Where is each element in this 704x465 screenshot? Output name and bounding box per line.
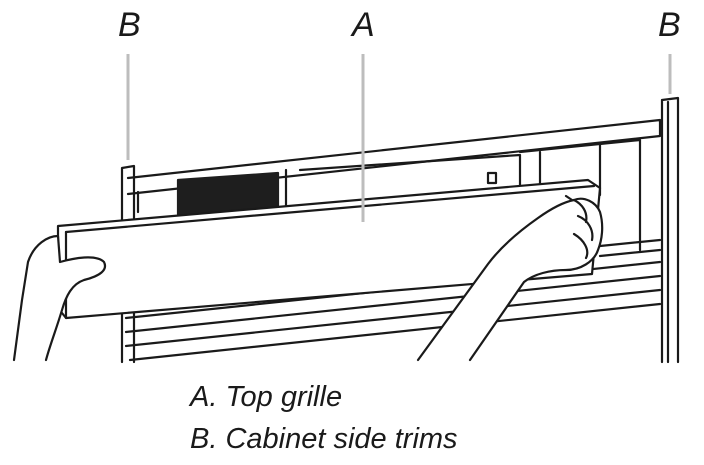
left-hand (12, 234, 107, 362)
callout-label-a: A (352, 6, 375, 44)
left-side-trim (120, 164, 136, 364)
grille-outline (486, 171, 498, 185)
top-grille-panel (56, 178, 602, 320)
right-side-trim (660, 96, 680, 364)
callout-label-right-b: B (658, 6, 681, 44)
legend: A. Top grille B. Cabinet side trims (190, 376, 458, 460)
installation-illustration (12, 54, 680, 364)
callout-label-left-b: B (118, 6, 141, 44)
cabinet-opening (126, 118, 662, 252)
legend-item-cabinet-side-trims: B. Cabinet side trims (190, 423, 458, 455)
legend-item-top-grille: A. Top grille (190, 381, 343, 413)
right-hand-fingers (564, 194, 594, 260)
right-hand (416, 197, 604, 362)
